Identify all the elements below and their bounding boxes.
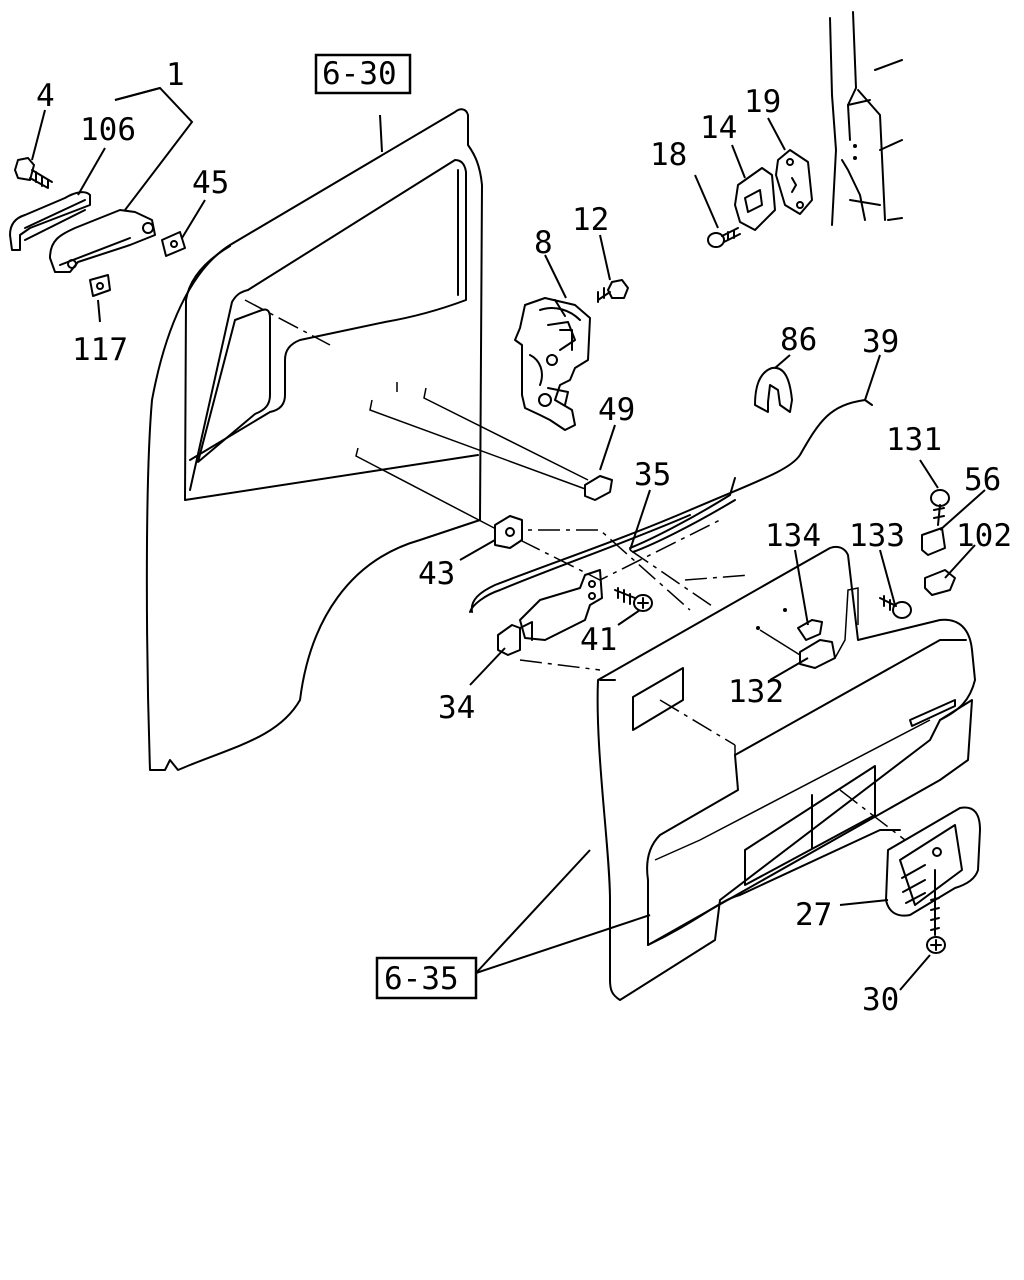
- callout-102: 102: [956, 518, 1012, 554]
- ref-6-35-label: 6-35: [384, 961, 459, 997]
- ref-box-6-30[interactable]: 6-30: [314, 53, 412, 95]
- callout-132: 132: [728, 674, 784, 710]
- clip-102-part: [924, 569, 956, 596]
- callout-12: 12: [572, 202, 609, 238]
- callout-134: 134: [765, 518, 821, 554]
- outside-handle-part: [9, 191, 156, 273]
- callout-35: 35: [634, 457, 671, 493]
- leader-lines: [31, 86, 986, 991]
- clip-49-part: [584, 475, 613, 501]
- callout-labels: 1 4 106 45 117 8 12 49 14 18 19 86 39 35…: [36, 57, 1012, 1018]
- callout-49: 49: [598, 392, 635, 428]
- clip-43-part: [494, 515, 523, 549]
- bracket-34-part: [497, 569, 603, 656]
- rod-39-part: [469, 399, 873, 613]
- callout-18: 18: [650, 137, 687, 173]
- door-frame-pillar: [829, 11, 903, 226]
- link-rods-part: [355, 382, 691, 611]
- trim-panel: [596, 545, 976, 1001]
- inside-handle-part: [885, 806, 981, 917]
- callout-30: 30: [862, 982, 899, 1018]
- callout-117: 117: [72, 332, 128, 368]
- callout-4: 4: [36, 78, 55, 114]
- clip-132-part: [756, 587, 859, 669]
- door-panel: [145, 108, 483, 771]
- screw-18-part: [707, 227, 741, 248]
- callout-131: 131: [886, 422, 942, 458]
- striker-part: [734, 167, 776, 231]
- callout-43: 43: [418, 556, 455, 592]
- assembly-lines: [519, 519, 906, 841]
- screw-41-part: [614, 587, 653, 612]
- bolt-4-part: [14, 157, 53, 189]
- ref-6-30-label: 6-30: [322, 56, 397, 92]
- screw-131-part: [930, 489, 950, 526]
- callout-1: 1: [166, 57, 185, 93]
- callout-106: 106: [80, 112, 136, 148]
- screw-12-part: [597, 279, 629, 303]
- callout-56: 56: [964, 462, 1001, 498]
- striker-plate-part: [775, 149, 813, 215]
- screw-133-part: [879, 595, 912, 619]
- ref-box-6-35[interactable]: 6-35: [375, 956, 478, 1000]
- callout-39: 39: [862, 324, 899, 360]
- clip-86-part: [754, 366, 793, 413]
- callout-45: 45: [192, 165, 229, 201]
- callout-34: 34: [438, 690, 475, 726]
- screw-30-part: [926, 869, 946, 954]
- clip-56-part: [921, 527, 946, 556]
- callout-41: 41: [580, 622, 617, 658]
- shim-45-part: [161, 231, 186, 257]
- clip-134-part: [783, 608, 823, 641]
- callout-14: 14: [700, 110, 737, 146]
- callout-8: 8: [534, 225, 553, 261]
- door-lock-part: [514, 297, 591, 431]
- callout-133: 133: [849, 518, 905, 554]
- callout-27: 27: [795, 897, 832, 933]
- callout-19: 19: [744, 84, 781, 120]
- rod-35-part: [629, 477, 736, 553]
- shim-117-part: [89, 274, 111, 297]
- callout-86: 86: [780, 322, 817, 358]
